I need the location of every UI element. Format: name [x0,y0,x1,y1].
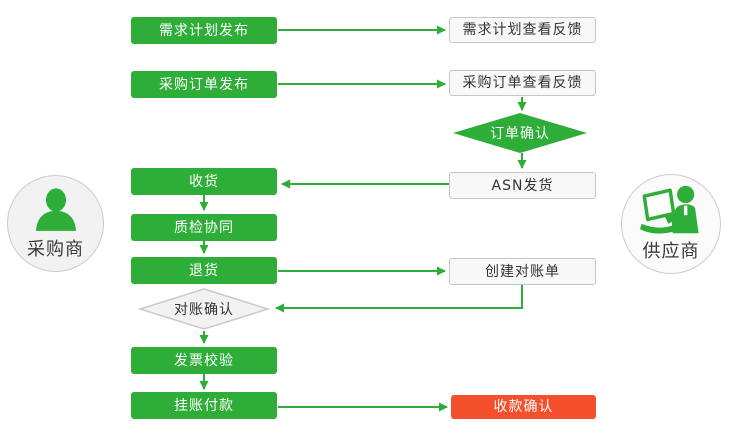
node-create-statement: 创建对账单 [449,258,596,285]
node-recon-confirm-label: 对账确认 [174,302,234,318]
node-po-publish: 采购订单发布 [131,71,277,98]
node-demand-feedback: 需求计划查看反馈 [449,17,596,43]
node-order-confirm: 订单确认 [453,113,587,153]
node-receipt-confirm: 收款确认 [451,395,596,419]
order-confirm-diamond-shape [453,113,587,153]
actor-buyer-label: 采购商 [27,238,84,260]
recon-confirm-diamond-shape [138,288,270,330]
node-quality-check: 质检协同 [131,214,277,241]
node-demand-publish: 需求计划发布 [131,17,277,44]
person-laptop-icon [639,185,699,234]
node-po-feedback: 采购订单查看反馈 [449,70,596,96]
node-invoice-check: 发票校验 [131,347,277,374]
actor-supplier: 供应商 [621,174,721,274]
edge-statement-to-recon-confirm [275,285,523,313]
node-asn-ship: ASN发货 [449,172,596,199]
person-icon [35,187,76,231]
node-return-goods: 退货 [131,257,277,284]
node-receive: 收货 [131,168,277,195]
actor-buyer: 采购商 [7,175,104,272]
node-recon-confirm: 对账确认 [138,288,270,330]
node-order-confirm-label: 订单确认 [490,126,550,142]
actor-supplier-label: 供应商 [642,241,700,262]
node-pending-payment: 挂账付款 [131,392,277,419]
